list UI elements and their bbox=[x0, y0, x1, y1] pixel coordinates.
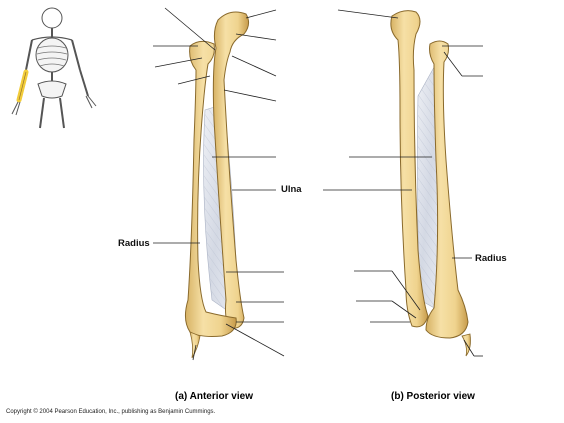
leader-line bbox=[245, 9, 277, 19]
caption-posterior-view: (b) Posterior view bbox=[391, 391, 475, 402]
leader-line bbox=[154, 57, 203, 68]
skeleton-thumbnail bbox=[11, 7, 97, 129]
radius-anterior bbox=[184, 40, 237, 337]
copyright-notice: Copyright © 2004 Pearson Education, Inc.… bbox=[6, 409, 216, 415]
leader-line bbox=[391, 300, 417, 319]
leader-line bbox=[223, 89, 277, 102]
leader-line bbox=[463, 339, 475, 357]
rib-cage bbox=[35, 37, 69, 73]
caption-anterior-view: (a) Anterior view bbox=[175, 391, 253, 402]
ulna-anterior bbox=[212, 11, 250, 329]
leader-line bbox=[164, 7, 216, 51]
ulna-label: Ulna bbox=[281, 184, 302, 195]
radius-label-posterior: Radius bbox=[475, 253, 507, 264]
leader-line bbox=[231, 55, 277, 77]
radius-posterior bbox=[425, 40, 469, 339]
skull bbox=[41, 7, 63, 29]
leader-line bbox=[225, 323, 285, 357]
pelvis bbox=[37, 80, 67, 99]
leader-line bbox=[235, 33, 277, 41]
leader-line bbox=[391, 270, 421, 311]
leader-line bbox=[192, 344, 197, 361]
posterior-view bbox=[390, 10, 471, 357]
leader-lines bbox=[153, 7, 483, 361]
ulna-posterior bbox=[390, 10, 429, 328]
leader-line bbox=[337, 9, 399, 19]
anterior-view bbox=[184, 11, 250, 359]
leader-line bbox=[177, 75, 211, 85]
leader-line bbox=[443, 51, 463, 77]
radius-label-anterior: Radius bbox=[118, 238, 150, 249]
